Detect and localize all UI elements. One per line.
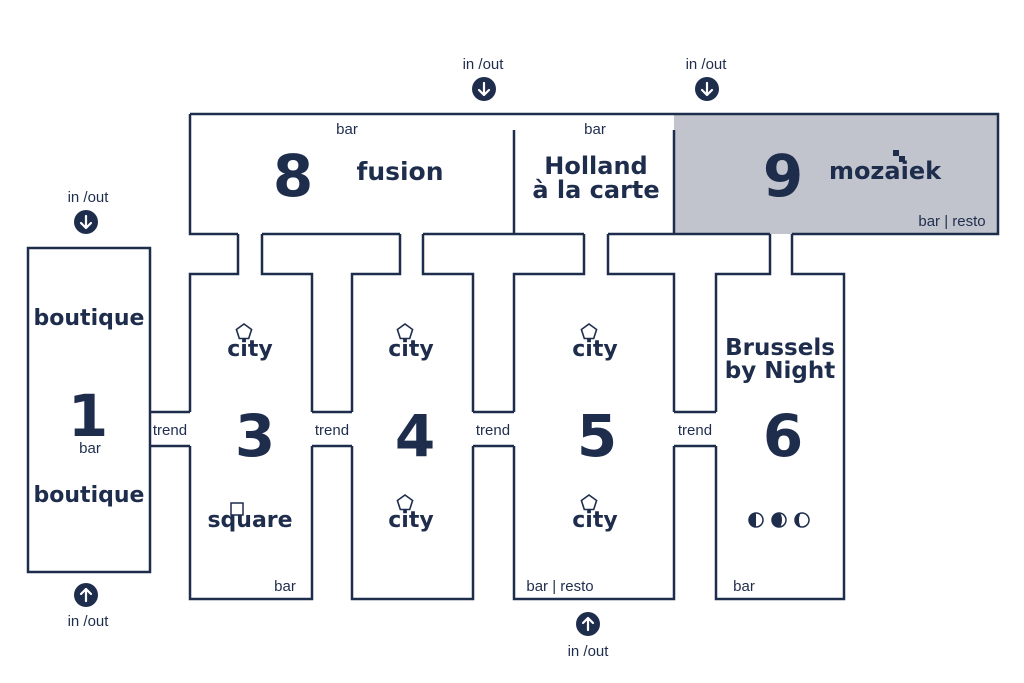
entrance-left-bottom-label: in /out [68, 613, 110, 630]
room-9-label: bar | resto [918, 213, 985, 230]
arrow-up-circle-icon[interactable] [576, 612, 600, 636]
room-3-number: 3 [235, 402, 275, 470]
room-1-number: 1 [68, 382, 108, 450]
room-6-logo-line1: Brussels [725, 335, 835, 361]
arrow-down-circle-icon[interactable] [74, 210, 98, 234]
pentagon-icon [580, 494, 598, 511]
pentagon-icon [396, 494, 414, 511]
trend-label-3: trend [476, 422, 510, 439]
arrow-up-circle-icon[interactable] [74, 583, 98, 607]
room-5-logo-bottom: city [572, 508, 617, 533]
room-4-logo-bottom: city [388, 508, 433, 533]
pentagon-icon [235, 323, 253, 340]
holland-logo-line1: Holland [544, 152, 648, 180]
room-6-label: bar [733, 578, 755, 595]
room-5-logo-top: city [572, 337, 617, 362]
room-4-outline [350, 234, 475, 601]
corridor-3-4 [312, 410, 352, 448]
entrance-top-right-label: in /out [686, 56, 728, 73]
corridor-4-5 [473, 410, 514, 448]
room-8-logo-fusion: fusion [356, 157, 443, 186]
corridor-5-6 [674, 410, 716, 448]
room-3-outline [188, 234, 314, 601]
room-9-number: 9 [763, 142, 803, 210]
arrow-down-circle-icon[interactable] [472, 77, 496, 101]
room-8-label: bar [336, 121, 358, 138]
arrow-down-circle-icon[interactable] [695, 77, 719, 101]
trend-label-2: trend [315, 422, 349, 439]
moon-phases-icon [748, 512, 810, 528]
room-3-logo-top: city [227, 337, 272, 362]
square-icon [230, 502, 244, 516]
room-6-outline [714, 234, 846, 601]
room-5-outline [512, 234, 676, 601]
room-1-label: bar [79, 440, 101, 457]
room-8-number: 8 [273, 142, 313, 210]
holland-label: bar [584, 121, 606, 138]
room-1-outline [26, 246, 152, 574]
room-9-logo-mozaiek: mozaiek [829, 157, 942, 185]
room-4-number: 4 [395, 402, 435, 470]
entrance-top-left-label: in /out [463, 56, 505, 73]
room-3-logo-bottom: square [207, 508, 292, 533]
room-1-logo-top: boutique [34, 306, 145, 331]
top-hall-outline [188, 112, 1000, 236]
room-6-logo-line2: by Night [725, 358, 835, 384]
room-3-label: bar [274, 578, 296, 595]
corridor-1-3 [150, 410, 190, 448]
pentagon-icon [580, 323, 598, 340]
entrance-left-top-label: in /out [68, 189, 110, 206]
trend-label-4: trend [678, 422, 712, 439]
mozaiek-square-icon [893, 150, 905, 162]
room-6-number: 6 [763, 402, 803, 470]
holland-logo-line2: à la carte [532, 176, 659, 204]
entrance-bottom-label: in /out [568, 643, 610, 660]
room-9-highlight [674, 114, 998, 234]
room-4-logo-top: city [388, 337, 433, 362]
room-5-number: 5 [577, 402, 617, 470]
pentagon-icon [396, 323, 414, 340]
room-5-label: bar | resto [526, 578, 593, 595]
trend-label-1: trend [153, 422, 187, 439]
room-1-logo-bottom: boutique [34, 483, 145, 508]
